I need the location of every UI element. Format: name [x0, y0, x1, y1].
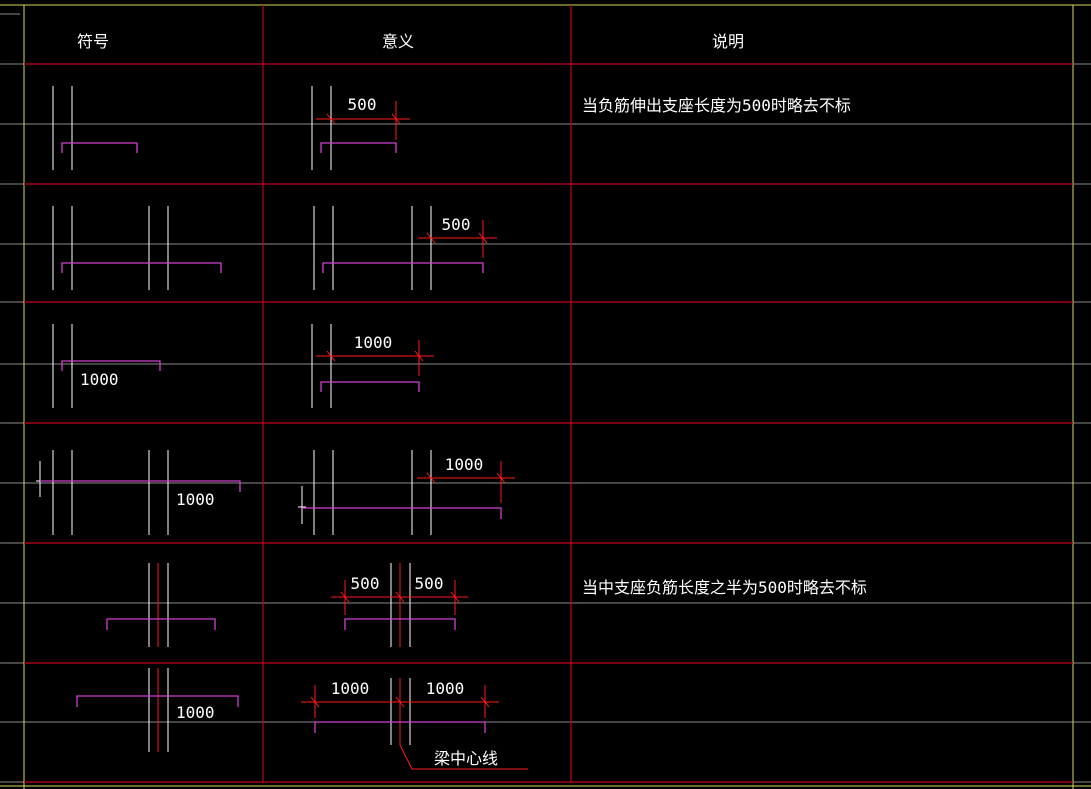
dimension-label-right: 1000: [426, 679, 465, 698]
rebar-length-label: 1000: [176, 703, 215, 722]
row-1-description: 当负筋伸出支座长度为500时略去不标: [582, 96, 851, 115]
rebar-line: [344, 618, 456, 630]
dimension-tick: [395, 591, 405, 603]
dimension-tick: [391, 113, 401, 125]
dimension-label: 500: [348, 95, 377, 114]
dimension-tick: [326, 113, 336, 125]
dimension-label-left: 500: [351, 574, 380, 593]
header-description: 说明: [712, 32, 744, 51]
header-meaning: 意义: [382, 32, 414, 51]
drawing-frame: [0, 4, 1091, 789]
row-4-symbol: 1000: [36, 450, 241, 535]
row-3-symbol: 1000: [52, 324, 161, 408]
dimension-tick: [426, 472, 436, 484]
rebar-line: [106, 618, 216, 630]
dimension-label: 1000: [354, 333, 393, 352]
row-5-meaning: 500 500: [331, 563, 468, 647]
row-6-symbol: 1000: [76, 668, 239, 752]
rebar-line: [314, 721, 486, 733]
dimension-tick: [478, 232, 488, 244]
dimension-tick: [426, 232, 436, 244]
row-4-meaning: 1000: [298, 450, 515, 535]
dimension-tick: [310, 696, 320, 708]
dimension-tick: [326, 350, 336, 362]
dimension-tick: [450, 591, 460, 603]
rebar-length-label: 1000: [176, 490, 215, 509]
dimension-label-right: 500: [415, 574, 444, 593]
rebar-line: [40, 480, 241, 492]
dimension-tick: [414, 350, 424, 362]
dimension-tick: [496, 472, 506, 484]
row-1-symbol: [52, 86, 138, 170]
rebar-line: [76, 695, 239, 707]
callout-label: 梁中心线: [434, 749, 498, 768]
row-1-meaning: 500: [311, 86, 410, 170]
row-2-meaning: 500: [313, 206, 497, 290]
dimension-label-left: 1000: [331, 679, 370, 698]
rebar-line: [302, 507, 502, 519]
table-grid: [24, 5, 1073, 783]
dimension-label: 1000: [445, 455, 484, 474]
dimension-tick: [395, 696, 405, 708]
row-5-symbol: [106, 563, 216, 647]
rebar-line: [61, 360, 161, 371]
rebar-line: [320, 142, 397, 153]
rebar-line: [320, 381, 420, 392]
row-6-meaning: 1000 1000 梁中心线: [301, 678, 528, 770]
row-3-meaning: 1000: [311, 324, 434, 408]
callout-leader: [399, 744, 528, 770]
rebar-line: [61, 262, 222, 273]
rebar-line: [322, 262, 484, 273]
dimension-label: 500: [442, 215, 471, 234]
header-symbol: 符号: [77, 32, 109, 51]
rebar-line: [61, 142, 138, 153]
row-2-symbol: [52, 206, 222, 290]
rebar-length-label: 1000: [80, 370, 119, 389]
dimension-tick: [480, 696, 490, 708]
row-5-description: 当中支座负筋长度之半为500时略去不标: [582, 578, 867, 597]
dimension-tick: [340, 591, 350, 603]
